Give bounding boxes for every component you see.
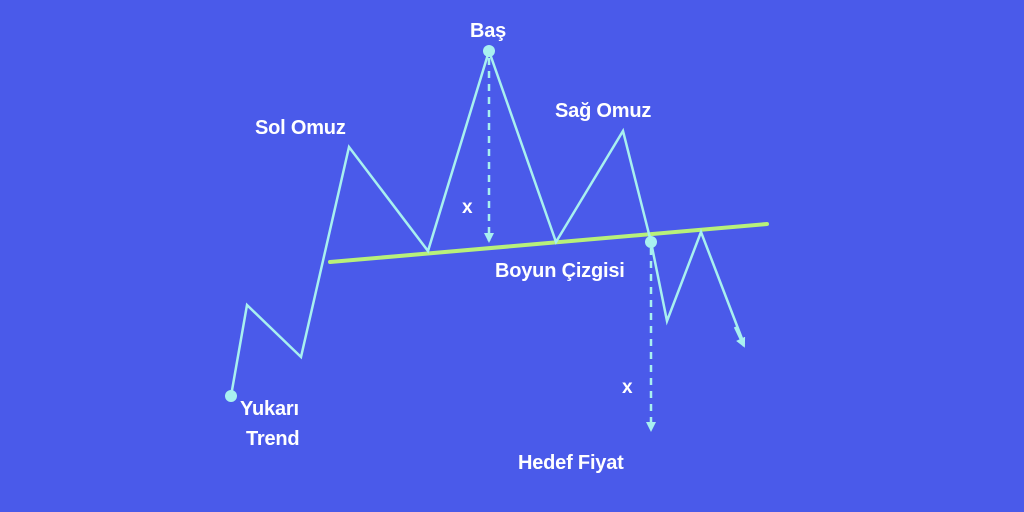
price-path [229, 46, 746, 397]
neckline-label: Boyun Çizgisi [495, 260, 625, 282]
target-distance-label: x [622, 377, 633, 398]
trend-arrow-end [733, 326, 746, 348]
uptrend-label-line1: Yukarı [240, 398, 299, 420]
head-distance-label: x [462, 197, 473, 218]
right-shoulder-label: Sağ Omuz [555, 100, 652, 122]
head-peak-marker [483, 45, 495, 57]
neckline-break-marker [645, 236, 657, 248]
uptrend-label-line2: Trend [246, 428, 300, 450]
head-label: Baş [470, 20, 507, 42]
uptrend-start-marker [225, 390, 237, 402]
left-shoulder-label: Sol Omuz [255, 117, 346, 139]
target-price-label: Hedef Fiyat [518, 452, 624, 474]
neckline [328, 222, 769, 264]
